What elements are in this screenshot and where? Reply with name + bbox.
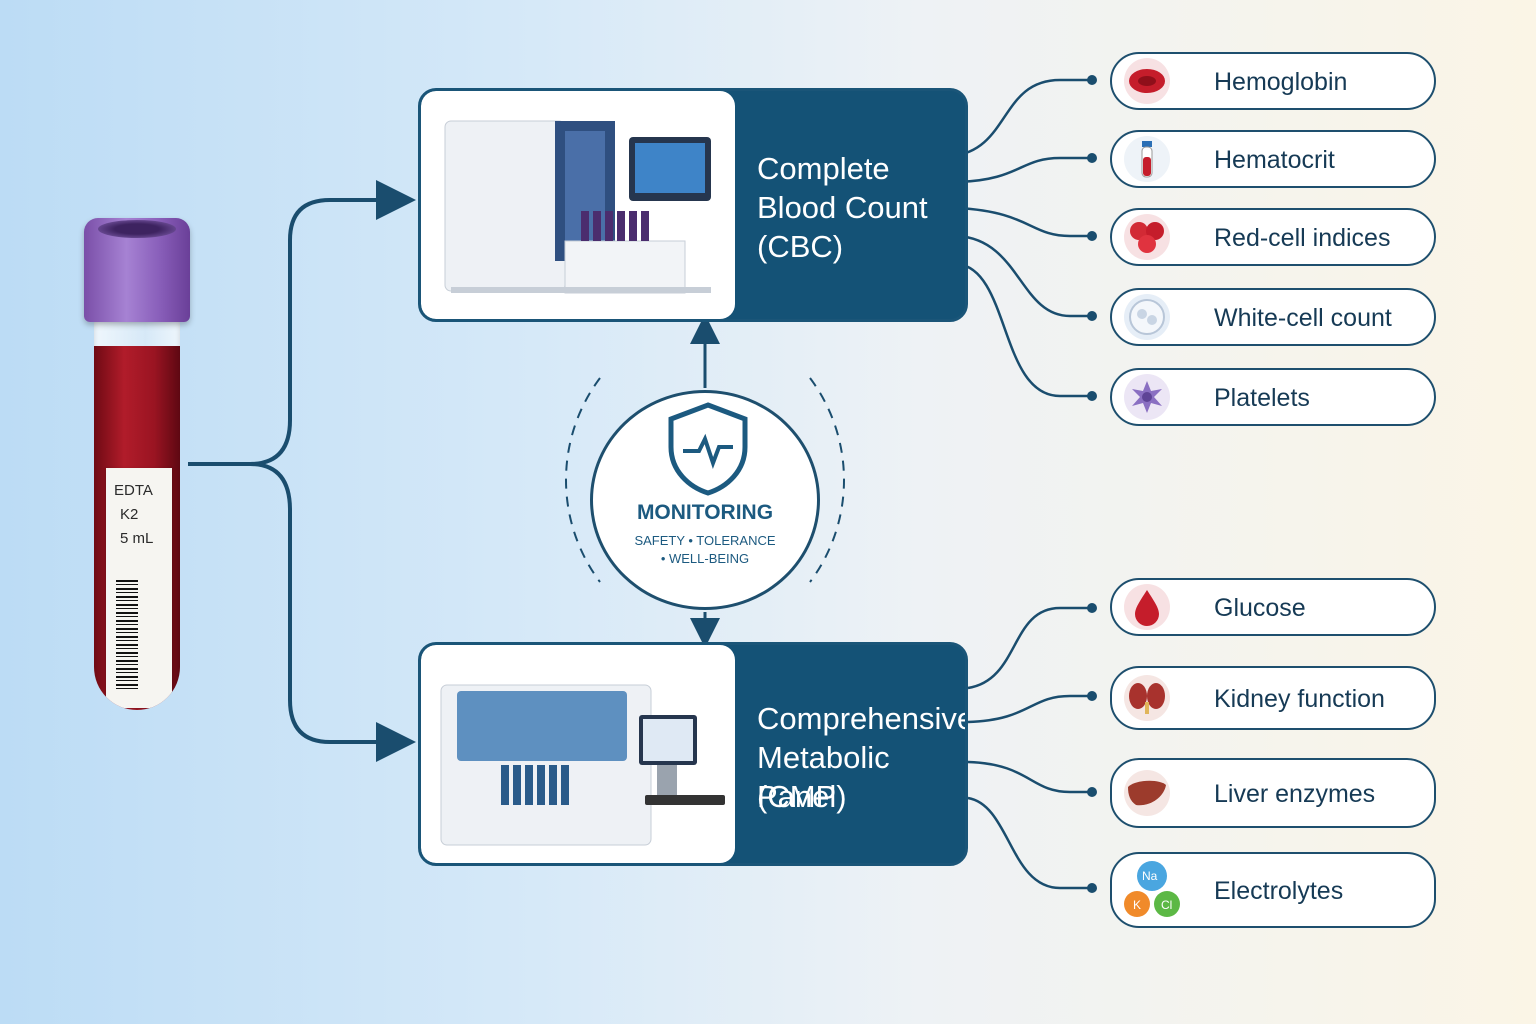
monitoring-subtitle: • WELL-BEING xyxy=(660,551,750,566)
result-chip-platelets: Platelets xyxy=(1110,368,1436,426)
monitoring-badge: MONITORING SAFETY • TOLERANCE • WELL-BEI… xyxy=(590,390,820,610)
cbc-panel: Complete Blood Count (CBC) xyxy=(418,88,968,322)
platelet-icon xyxy=(1124,374,1170,420)
tube-glass: EDTA K2 5 mL xyxy=(94,320,180,710)
tube-label: EDTA K2 5 mL xyxy=(106,468,172,708)
cmp-title-line: (CMP) xyxy=(757,779,847,814)
cbc-fan xyxy=(951,78,1090,398)
monitoring-title: MONITORING xyxy=(636,501,774,524)
result-chip-hematocrit: Hematocrit xyxy=(1110,130,1436,188)
result-chip-glucose: Glucose xyxy=(1110,578,1436,636)
electrolyte-k-label: K xyxy=(1133,898,1142,912)
electrolyte-cl-label: Cl xyxy=(1161,898,1173,912)
purple-cap-icon xyxy=(84,218,190,322)
result-label: Red-cell indices xyxy=(1214,224,1391,252)
edta-blood-tube: EDTA K2 5 mL xyxy=(84,218,196,710)
result-label: Kidney function xyxy=(1214,685,1385,713)
result-label: Hemoglobin xyxy=(1214,68,1348,96)
result-label: Platelets xyxy=(1214,384,1310,412)
cbc-title-line: (CBC) xyxy=(757,229,844,264)
cmp-dots xyxy=(1087,603,1097,893)
result-chip-electrolytes: Na K Cl Electrolytes xyxy=(1110,852,1436,928)
tube-label-line: EDTA xyxy=(114,482,153,499)
badge-arc-left xyxy=(565,377,601,583)
liver-icon xyxy=(1124,770,1170,816)
result-chip-hemoglobin: Hemoglobin xyxy=(1110,52,1436,110)
cbc-title-line: Blood Count xyxy=(757,190,928,225)
cmp-title-line: Comprehensive xyxy=(757,701,968,736)
tube-label-line: K2 xyxy=(120,506,139,523)
cbc-dots xyxy=(1087,75,1097,401)
kidneys-icon xyxy=(1124,675,1170,721)
hematology-analyzer-icon xyxy=(421,91,735,319)
cmp-fan xyxy=(967,606,1090,890)
result-label: Liver enzymes xyxy=(1214,780,1376,808)
result-chip-white-cell-count: White-cell count xyxy=(1110,288,1436,346)
result-label: Electrolytes xyxy=(1214,877,1344,905)
result-label: Glucose xyxy=(1214,594,1306,622)
result-chip-kidney-function: Kidney function xyxy=(1110,666,1436,730)
result-label: Hematocrit xyxy=(1214,146,1335,174)
shield-pulse-icon xyxy=(668,402,748,496)
result-chip-red-cell-indices: Red-cell indices xyxy=(1110,208,1436,266)
monitoring-subtitle: SAFETY • TOLERANCE xyxy=(634,533,776,548)
tube-connector-lower xyxy=(249,462,416,762)
red-blood-cell-icon xyxy=(1124,58,1170,104)
cmp-title-line: Metabolic Panel xyxy=(757,740,890,814)
electrolytes-icon: Na K Cl xyxy=(1122,858,1182,922)
blood-drop-icon xyxy=(1124,584,1170,630)
chemistry-analyzer-icon xyxy=(421,645,735,863)
white-cell-icon xyxy=(1124,294,1170,340)
tube-label-line: 5 mL xyxy=(120,530,154,547)
tube-connector xyxy=(188,180,416,466)
blood-tube-icon xyxy=(1124,136,1170,182)
result-chip-liver-enzymes: Liver enzymes xyxy=(1110,758,1436,828)
red-cells-icon xyxy=(1124,214,1170,260)
barcode-icon xyxy=(116,580,138,690)
result-label: White-cell count xyxy=(1214,304,1392,332)
badge-arc-right xyxy=(809,377,845,583)
electrolyte-na-label: Na xyxy=(1142,869,1158,883)
cbc-title-line: Complete xyxy=(757,151,890,186)
cmp-panel: Comprehensive Metabolic Panel (CMP) xyxy=(418,642,968,866)
